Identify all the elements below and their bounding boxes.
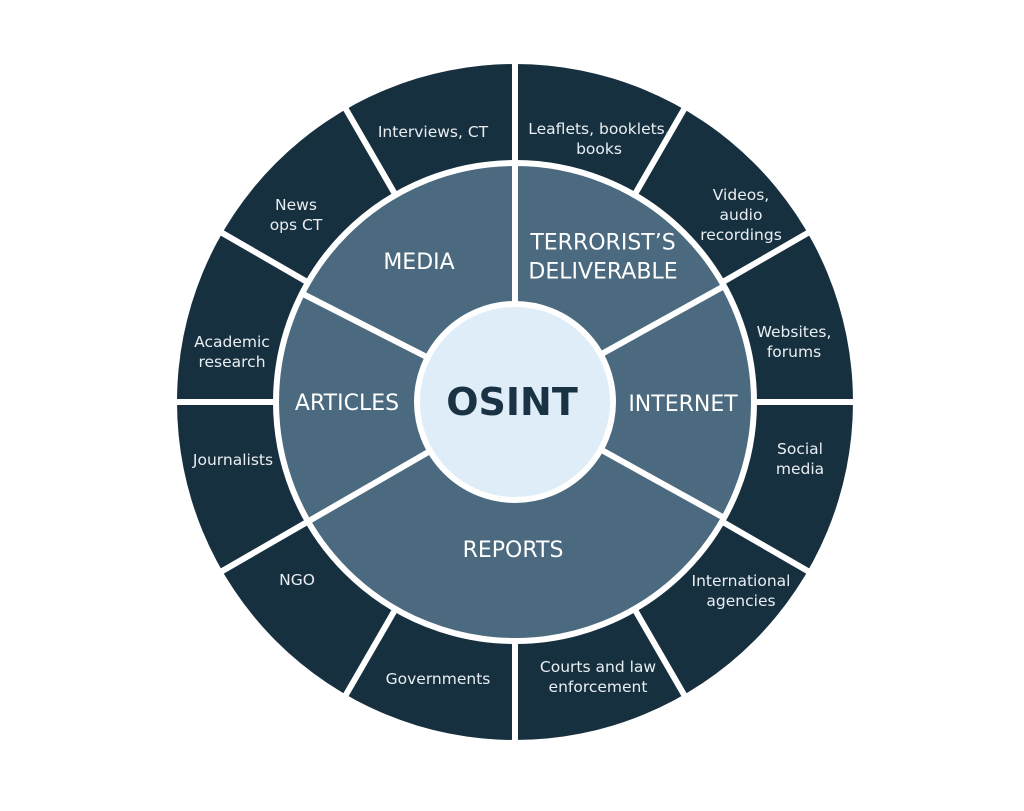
outer-label-journalists: Journalists [192,451,273,469]
outer-label-social-line: Social [777,440,823,458]
outer-label-international: International agencies [692,572,791,610]
middle-divider [599,446,725,521]
outer-label-international-line: International [692,572,791,590]
outer-label-governments-line: Governments [386,670,491,688]
separators [173,60,857,744]
outer-label-international-line: agencies [706,592,775,610]
middle-label-terrorists-line: TERRORIST’S [529,231,675,256]
outer-divider [631,104,689,198]
outer-label-websites-line: forums [767,343,821,361]
middle-label-media: MEDIA [383,250,454,275]
outer-label-social: Social media [776,440,824,478]
outer-label-leaflets-line: books [576,140,622,158]
outer-label-courts: Courts and law enforcement [540,658,656,696]
middle-label-reports-line: REPORTS [463,538,564,563]
outer-label-governments: Governments [386,670,491,688]
labels: Interviews, CT Leaflets, booklets, booksVi… [192,120,831,696]
outer-label-videos: Videos, audio recordings [700,186,782,244]
middle-label-terrorists: TERRORIST’S DELIVERABLE [528,231,677,285]
outer-divider [719,518,813,576]
outer-label-videos-line: Videos, [713,186,769,204]
center-hub: OSINT [414,301,616,503]
outer-divider [719,228,813,286]
outer-divider [341,606,399,700]
outer-divider [217,518,311,576]
outer-label-videos-line: audio [720,206,763,224]
outer-label-news-line: ops CT [270,216,323,234]
middle-label-media-line: MEDIA [383,250,454,275]
middle-label-articles-line: ARTICLES [295,391,399,416]
outer-label-news-line: News [275,196,317,214]
outer-label-ngo-line: NGO [279,571,315,589]
outer-label-academic-line: Academic [194,333,270,351]
outer-label-ngo: NGO [279,571,315,589]
outer-divider [217,228,311,286]
middle-divider [301,291,430,361]
middle-label-internet-line: INTERNET [628,392,738,417]
outer-label-leaflets: Leaflets, booklets, books [528,120,669,158]
outer-label-academic: Academic research [194,333,270,371]
outer-label-social-line: media [776,460,824,478]
middle-label-reports: REPORTS [463,538,564,563]
osint-hub [414,301,616,503]
outer-label-journalists-line: Journalists [192,451,273,469]
middle-divider [599,283,725,358]
outer-label-interviews: Interviews, CT [378,123,489,141]
outer-label-academic-line: research [198,353,265,371]
outer-label-websites-line: Websites, [757,323,832,341]
outer-divider [631,606,689,700]
outer-divider [341,104,399,198]
outer-label-websites: Websites, forums [757,323,832,361]
outer-label-courts-line: enforcement [549,678,648,696]
outer-label-courts-line: Courts and law [540,658,656,676]
middle-label-terrorists-line: DELIVERABLE [528,260,677,285]
outer-label-leaflets-line: Leaflets, booklets, [528,120,669,138]
middle-label-articles: ARTICLES [295,391,399,416]
middle-divider [307,448,432,524]
middle-label-internet: INTERNET [628,392,738,417]
outer-label-news: News ops CT [270,196,323,234]
center-label: OSINT [446,380,578,424]
outer-label-videos-line: recordings [700,226,782,244]
outer-label-interviews-line: Interviews, CT [378,123,489,141]
